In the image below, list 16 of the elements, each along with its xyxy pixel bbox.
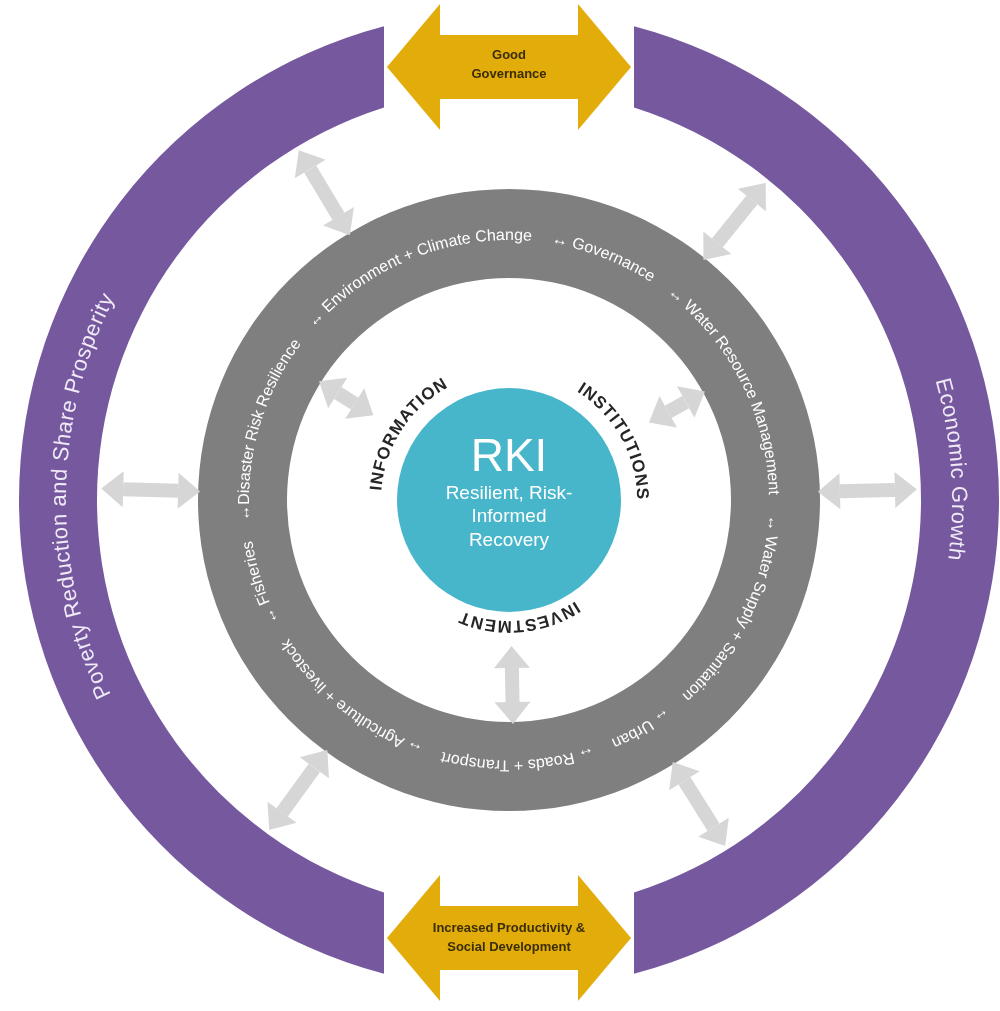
double-arrow (387, 4, 631, 130)
edge-label: Good Governance (470, 46, 548, 83)
double-arrow (267, 750, 329, 831)
circle-title: RKI (470, 430, 548, 481)
double-arrow (703, 182, 766, 260)
double-arrow (669, 762, 729, 846)
double-arrow (493, 646, 531, 724)
double-arrow (101, 471, 201, 509)
ring-label: ↔ Roads + Transport (438, 743, 597, 775)
edge-label: Increased Productivity & Social Development (431, 919, 587, 956)
circle-subtitle: Resilient, Risk-Informed Recovery (445, 481, 574, 552)
double-arrow (294, 150, 354, 236)
double-arrow (387, 875, 631, 1001)
double-arrow (319, 377, 374, 419)
double-arrow (817, 471, 917, 510)
double-arrow (648, 386, 705, 428)
